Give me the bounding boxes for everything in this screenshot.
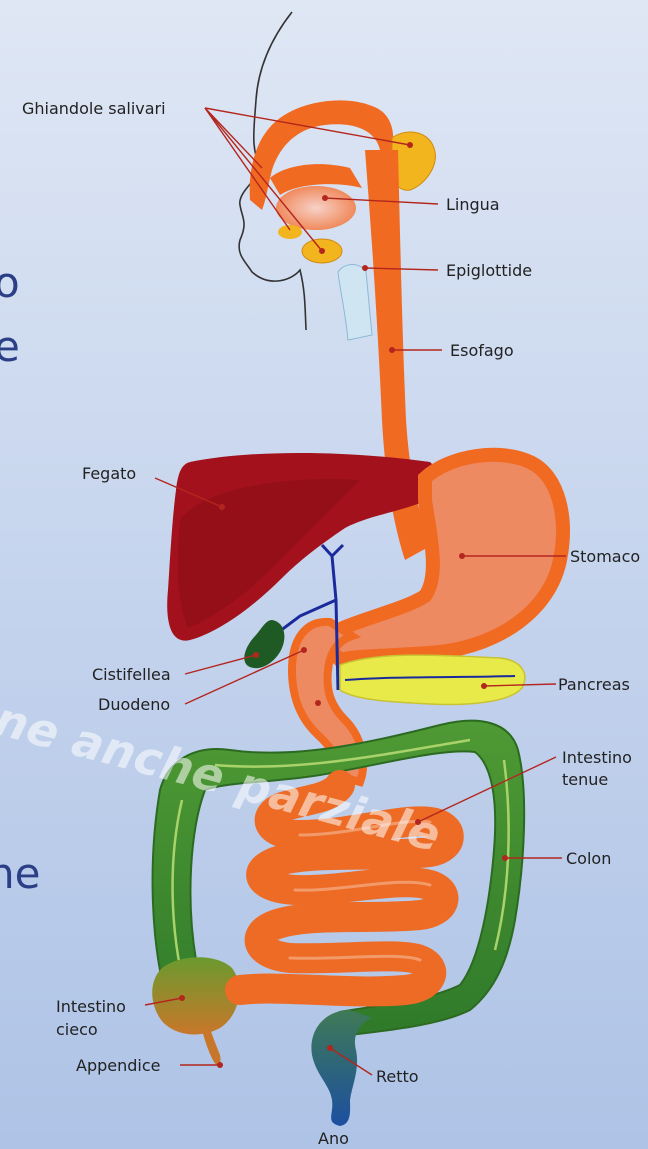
- label-liver: Fegato: [82, 464, 136, 483]
- label-esophagus: Esofago: [450, 341, 514, 360]
- label-duodenum: Duodeno: [98, 695, 170, 714]
- label-epiglottis: Epiglottide: [446, 261, 532, 280]
- label-salivary-glands: Ghiandole salivari: [22, 99, 166, 118]
- side-text-1: o: [0, 258, 20, 307]
- label-appendix: Appendice: [76, 1056, 160, 1075]
- label-small-intestine-1: Intestino: [562, 748, 632, 767]
- label-small-intestine-2: tenue: [562, 770, 608, 789]
- tongue-shape: [276, 186, 356, 230]
- watermark-text: ne anche parziale: [0, 691, 446, 862]
- side-text-2: e: [0, 322, 20, 371]
- label-anus: Ano: [318, 1129, 349, 1148]
- label-cecum-1: Intestino: [56, 997, 126, 1016]
- label-rectum: Retto: [376, 1067, 419, 1086]
- appendix-shape: [202, 1028, 221, 1065]
- cecum-shape: [152, 957, 239, 1034]
- side-text-3: ne: [0, 849, 40, 898]
- label-pancreas: Pancreas: [558, 675, 630, 694]
- label-stomach: Stomaco: [570, 547, 640, 566]
- salivary-gland-sublingual: [278, 225, 302, 239]
- label-gallbladder: Cistifellea: [92, 665, 171, 684]
- label-cecum-2: cieco: [56, 1020, 98, 1039]
- label-colon: Colon: [566, 849, 611, 868]
- label-tongue: Lingua: [446, 195, 500, 214]
- trachea-shape: [338, 265, 372, 341]
- pancreas-shape: [340, 655, 525, 704]
